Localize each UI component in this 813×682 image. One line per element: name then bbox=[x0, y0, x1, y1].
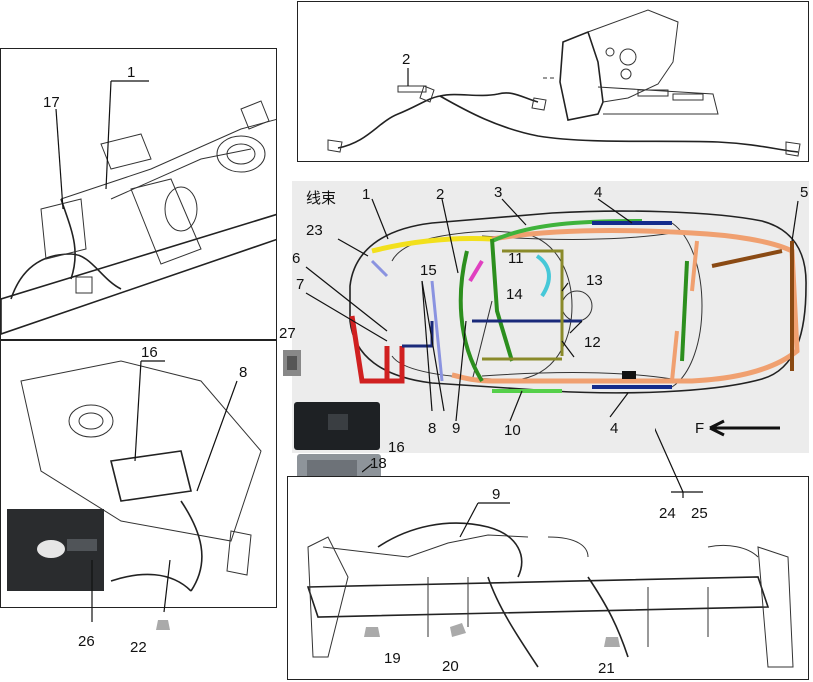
callout-12: 12 bbox=[584, 334, 601, 351]
callout-27: 27 bbox=[279, 325, 296, 342]
part-2-drawing: 2 bbox=[327, 9, 801, 157]
harness-5 bbox=[711, 241, 794, 371]
harness-23 bbox=[370, 259, 389, 278]
callout-19: 19 bbox=[384, 650, 401, 667]
callout-2: 2 bbox=[402, 51, 410, 68]
callout-20: 20 bbox=[442, 658, 459, 675]
clip-22-icon bbox=[156, 620, 170, 630]
part-26-photo bbox=[7, 509, 104, 591]
callout-25: 25 bbox=[691, 505, 708, 522]
panel-part-8-16: 16 8 bbox=[0, 340, 277, 608]
callout-17: 17 bbox=[43, 94, 60, 111]
callout-3: 3 bbox=[494, 184, 502, 201]
callout-13: 13 bbox=[586, 272, 603, 289]
harness-11 bbox=[468, 259, 484, 283]
front-arrow-label: F bbox=[695, 420, 704, 437]
engine-bay-drawing: 1 17 bbox=[1, 64, 276, 335]
part-27: 27 bbox=[277, 322, 309, 384]
callout-1-main: 1 bbox=[362, 186, 370, 203]
diagram-title: 线束 bbox=[306, 189, 336, 207]
callout-23: 23 bbox=[306, 222, 323, 239]
clip-21-icon bbox=[604, 637, 620, 647]
callout-24: 24 bbox=[659, 505, 676, 522]
callout-21: 21 bbox=[598, 660, 615, 677]
callout-15: 15 bbox=[420, 262, 437, 279]
harness-1 bbox=[371, 236, 493, 254]
harness-8 bbox=[430, 280, 444, 382]
dash-harness-drawing: 9 19 20 21 bbox=[306, 486, 794, 677]
callout-22: 22 bbox=[130, 639, 147, 656]
callout-14: 14 bbox=[506, 286, 523, 303]
callout-10: 10 bbox=[504, 422, 521, 439]
car-harness-diagram: 线束 1 2 3 4 5 23 6 7 15 11 14 13 12 8 9 1… bbox=[292, 184, 808, 439]
callout-16: 16 bbox=[141, 344, 158, 361]
callouts-24-25: 24 25 bbox=[655, 427, 708, 522]
callout-6: 6 bbox=[292, 250, 300, 267]
callout-4b: 4 bbox=[610, 420, 618, 437]
trunk-drawing: 16 8 bbox=[20, 344, 262, 592]
harness-13 bbox=[482, 249, 564, 361]
callout-16b: 16 bbox=[388, 439, 405, 456]
callout-8-main: 8 bbox=[428, 420, 436, 437]
callout-7: 7 bbox=[296, 276, 304, 293]
callout-8: 8 bbox=[239, 364, 247, 381]
callout-2-main: 2 bbox=[436, 186, 444, 203]
panel-part-9: 9 19 20 21 bbox=[287, 476, 809, 680]
callout-9-main: 9 bbox=[452, 420, 460, 437]
callout-11: 11 bbox=[508, 250, 524, 267]
callout-26: 26 bbox=[78, 633, 95, 650]
callout-5: 5 bbox=[800, 184, 808, 201]
callout-4: 4 bbox=[594, 184, 602, 201]
callouts-26-22: 26 22 bbox=[78, 560, 171, 656]
clip-19-icon bbox=[364, 627, 380, 637]
harness-9 bbox=[458, 238, 514, 383]
part-16-photo bbox=[294, 402, 380, 450]
panel-part-1-17: 1 17 bbox=[0, 48, 277, 340]
harness-6 bbox=[402, 321, 434, 348]
pad-16-icon bbox=[328, 414, 348, 430]
callout-1: 1 bbox=[127, 64, 135, 81]
callout-18: 18 bbox=[370, 455, 387, 472]
callout-9: 9 bbox=[492, 486, 500, 503]
panel-part-2: 2 bbox=[297, 1, 809, 162]
harness-7 bbox=[349, 315, 405, 384]
clip-20-icon bbox=[450, 623, 466, 637]
harness-14 bbox=[535, 254, 551, 298]
photo-26-icon bbox=[37, 539, 97, 558]
connector-24-25 bbox=[622, 371, 636, 379]
